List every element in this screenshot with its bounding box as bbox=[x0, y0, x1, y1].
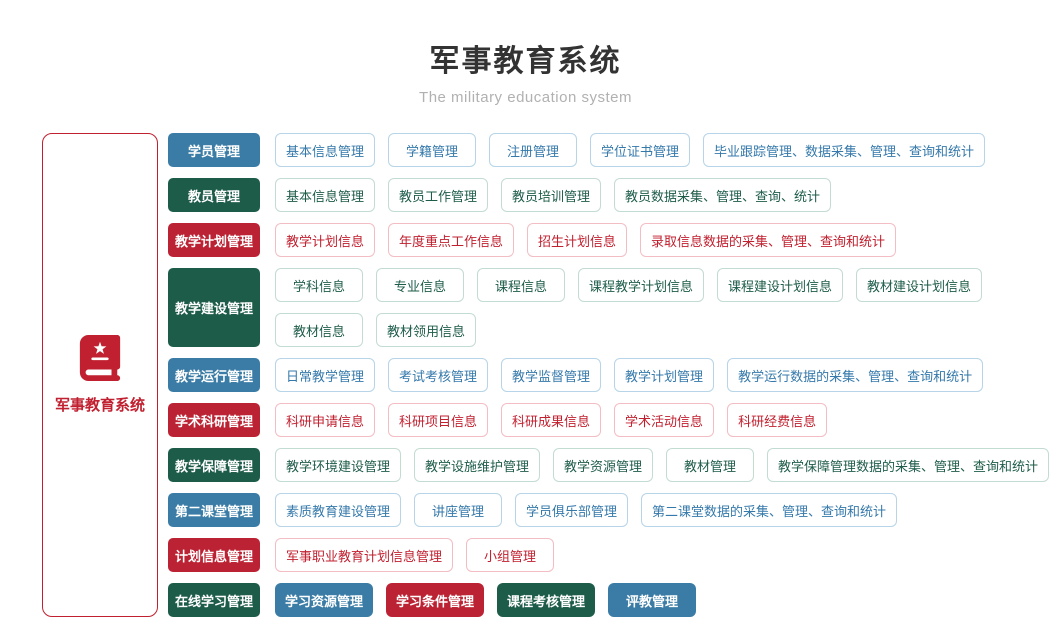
item-button[interactable]: 教材管理 bbox=[666, 448, 755, 482]
category-button[interactable]: 教学建设管理 bbox=[168, 268, 260, 347]
item-lines: 基本信息管理教员工作管理教员培训管理教员数据采集、管理、查询、统计 bbox=[275, 178, 832, 212]
item-button[interactable]: 科研经费信息 bbox=[727, 403, 828, 437]
category-button[interactable]: 教员管理 bbox=[168, 178, 260, 212]
item-button[interactable]: 教材建设计划信息 bbox=[856, 268, 983, 302]
item-button[interactable]: 小组管理 bbox=[466, 538, 555, 572]
diagram-body: 军事教育系统 学员管理基本信息管理学籍管理注册管理学位证书管理毕业跟踪管理、数据… bbox=[42, 133, 1051, 617]
item-button[interactable]: 年度重点工作信息 bbox=[388, 223, 515, 257]
item-line: 基本信息管理教员工作管理教员培训管理教员数据采集、管理、查询、统计 bbox=[275, 178, 832, 212]
item-button[interactable]: 教学环境建设管理 bbox=[275, 448, 402, 482]
item-button[interactable]: 科研项目信息 bbox=[388, 403, 489, 437]
item-lines: 素质教育建设管理讲座管理学员俱乐部管理第二课堂数据的采集、管理、查询和统计 bbox=[275, 493, 898, 527]
item-button[interactable]: 教材信息 bbox=[275, 313, 363, 347]
item-line: 教学计划信息年度重点工作信息招生计划信息录取信息数据的采集、管理、查询和统计 bbox=[275, 223, 897, 257]
item-line: 基本信息管理学籍管理注册管理学位证书管理毕业跟踪管理、数据采集、管理、查询和统计 bbox=[275, 133, 986, 167]
item-line: 教学环境建设管理教学设施维护管理教学资源管理教材管理教学保障管理数据的采集、管理… bbox=[275, 448, 1050, 482]
group-row: 教学建设管理学科信息专业信息课程信息课程教学计划信息课程建设计划信息教材建设计划… bbox=[168, 268, 1049, 347]
group-row: 在线学习管理学习资源管理学习条件管理课程考核管理评教管理 bbox=[168, 583, 1049, 617]
item-button[interactable]: 考试考核管理 bbox=[388, 358, 489, 392]
category-button[interactable]: 计划信息管理 bbox=[168, 538, 260, 572]
item-button[interactable]: 科研申请信息 bbox=[275, 403, 376, 437]
red-book-star-icon bbox=[77, 335, 123, 386]
item-line: 军事职业教育计划信息管理小组管理 bbox=[275, 538, 555, 572]
item-button[interactable]: 专业信息 bbox=[376, 268, 464, 302]
group-row: 教学计划管理教学计划信息年度重点工作信息招生计划信息录取信息数据的采集、管理、查… bbox=[168, 223, 1049, 257]
item-button[interactable]: 毕业跟踪管理、数据采集、管理、查询和统计 bbox=[703, 133, 986, 167]
item-button[interactable]: 讲座管理 bbox=[414, 493, 503, 527]
item-line: 日常教学管理考试考核管理教学监督管理教学计划管理教学运行数据的采集、管理、查询和… bbox=[275, 358, 984, 392]
group-row: 教员管理基本信息管理教员工作管理教员培训管理教员数据采集、管理、查询、统计 bbox=[168, 178, 1049, 212]
group-row: 学术科研管理科研申请信息科研项目信息科研成果信息学术活动信息科研经费信息 bbox=[168, 403, 1049, 437]
item-button[interactable]: 招生计划信息 bbox=[527, 223, 628, 257]
item-line: 素质教育建设管理讲座管理学员俱乐部管理第二课堂数据的采集、管理、查询和统计 bbox=[275, 493, 898, 527]
item-button[interactable]: 日常教学管理 bbox=[275, 358, 376, 392]
item-lines: 日常教学管理考试考核管理教学监督管理教学计划管理教学运行数据的采集、管理、查询和… bbox=[275, 358, 984, 392]
item-button[interactable]: 第二课堂数据的采集、管理、查询和统计 bbox=[641, 493, 898, 527]
category-button[interactable]: 在线学习管理 bbox=[168, 583, 260, 617]
item-line: 科研申请信息科研项目信息科研成果信息学术活动信息科研经费信息 bbox=[275, 403, 828, 437]
group-row: 教学保障管理教学环境建设管理教学设施维护管理教学资源管理教材管理教学保障管理数据… bbox=[168, 448, 1050, 482]
item-line: 教材信息教材领用信息 bbox=[275, 313, 982, 347]
item-lines: 军事职业教育计划信息管理小组管理 bbox=[275, 538, 555, 572]
item-button[interactable]: 教员数据采集、管理、查询、统计 bbox=[614, 178, 832, 212]
root-system-box: 军事教育系统 bbox=[42, 133, 158, 617]
item-button[interactable]: 科研成果信息 bbox=[501, 403, 602, 437]
groups: 学员管理基本信息管理学籍管理注册管理学位证书管理毕业跟踪管理、数据采集、管理、查… bbox=[168, 133, 1050, 617]
page-header: 军事教育系统 The military education system bbox=[0, 0, 1051, 106]
item-button[interactable]: 教学监督管理 bbox=[501, 358, 602, 392]
item-button[interactable]: 教员培训管理 bbox=[501, 178, 602, 212]
item-button[interactable]: 课程考核管理 bbox=[497, 583, 596, 617]
group-row: 计划信息管理军事职业教育计划信息管理小组管理 bbox=[168, 538, 1049, 572]
category-button[interactable]: 教学保障管理 bbox=[168, 448, 260, 482]
item-lines: 基本信息管理学籍管理注册管理学位证书管理毕业跟踪管理、数据采集、管理、查询和统计 bbox=[275, 133, 986, 167]
item-button[interactable]: 课程教学计划信息 bbox=[578, 268, 705, 302]
item-lines: 教学环境建设管理教学设施维护管理教学资源管理教材管理教学保障管理数据的采集、管理… bbox=[275, 448, 1050, 482]
item-button[interactable]: 教学计划管理 bbox=[614, 358, 715, 392]
item-button[interactable]: 学科信息 bbox=[275, 268, 363, 302]
item-button[interactable]: 教学运行数据的采集、管理、查询和统计 bbox=[727, 358, 984, 392]
item-button[interactable]: 课程建设计划信息 bbox=[717, 268, 844, 302]
item-line: 学习资源管理学习条件管理课程考核管理评教管理 bbox=[275, 583, 697, 617]
item-button[interactable]: 学籍管理 bbox=[388, 133, 477, 167]
category-button[interactable]: 学术科研管理 bbox=[168, 403, 260, 437]
root-system-label: 军事教育系统 bbox=[54, 397, 145, 414]
item-button[interactable]: 注册管理 bbox=[489, 133, 578, 167]
item-button[interactable]: 课程信息 bbox=[477, 268, 565, 302]
page-title: 军事教育系统 bbox=[429, 45, 622, 78]
item-button[interactable]: 学习资源管理 bbox=[275, 583, 374, 617]
item-button[interactable]: 学术活动信息 bbox=[614, 403, 715, 437]
item-button[interactable]: 基本信息管理 bbox=[275, 133, 376, 167]
item-lines: 学科信息专业信息课程信息课程教学计划信息课程建设计划信息教材建设计划信息教材信息… bbox=[275, 268, 983, 347]
category-button[interactable]: 第二课堂管理 bbox=[168, 493, 260, 527]
group-row: 第二课堂管理素质教育建设管理讲座管理学员俱乐部管理第二课堂数据的采集、管理、查询… bbox=[168, 493, 1049, 527]
category-button[interactable]: 教学运行管理 bbox=[168, 358, 260, 392]
item-button[interactable]: 教学设施维护管理 bbox=[414, 448, 541, 482]
page-subtitle: The military education system bbox=[419, 89, 632, 106]
item-button[interactable]: 教学资源管理 bbox=[553, 448, 654, 482]
item-lines: 学习资源管理学习条件管理课程考核管理评教管理 bbox=[275, 583, 697, 617]
item-lines: 教学计划信息年度重点工作信息招生计划信息录取信息数据的采集、管理、查询和统计 bbox=[275, 223, 897, 257]
item-button[interactable]: 教员工作管理 bbox=[388, 178, 489, 212]
item-button[interactable]: 教学保障管理数据的采集、管理、查询和统计 bbox=[767, 448, 1050, 482]
item-button[interactable]: 教材领用信息 bbox=[376, 313, 477, 347]
category-button[interactable]: 教学计划管理 bbox=[168, 223, 260, 257]
item-button[interactable]: 学习条件管理 bbox=[386, 583, 485, 617]
item-button[interactable]: 教学计划信息 bbox=[275, 223, 376, 257]
item-button[interactable]: 录取信息数据的采集、管理、查询和统计 bbox=[640, 223, 897, 257]
item-button[interactable]: 军事职业教育计划信息管理 bbox=[275, 538, 454, 572]
group-row: 教学运行管理日常教学管理考试考核管理教学监督管理教学计划管理教学运行数据的采集、… bbox=[168, 358, 1049, 392]
item-button[interactable]: 学位证书管理 bbox=[590, 133, 691, 167]
item-button[interactable]: 学员俱乐部管理 bbox=[515, 493, 629, 527]
group-row: 学员管理基本信息管理学籍管理注册管理学位证书管理毕业跟踪管理、数据采集、管理、查… bbox=[168, 133, 1049, 167]
item-button[interactable]: 基本信息管理 bbox=[275, 178, 376, 212]
item-button[interactable]: 素质教育建设管理 bbox=[275, 493, 402, 527]
item-button[interactable]: 评教管理 bbox=[608, 583, 697, 617]
category-button[interactable]: 学员管理 bbox=[168, 133, 260, 167]
item-line: 学科信息专业信息课程信息课程教学计划信息课程建设计划信息教材建设计划信息 bbox=[275, 268, 983, 302]
item-lines: 科研申请信息科研项目信息科研成果信息学术活动信息科研经费信息 bbox=[275, 403, 828, 437]
